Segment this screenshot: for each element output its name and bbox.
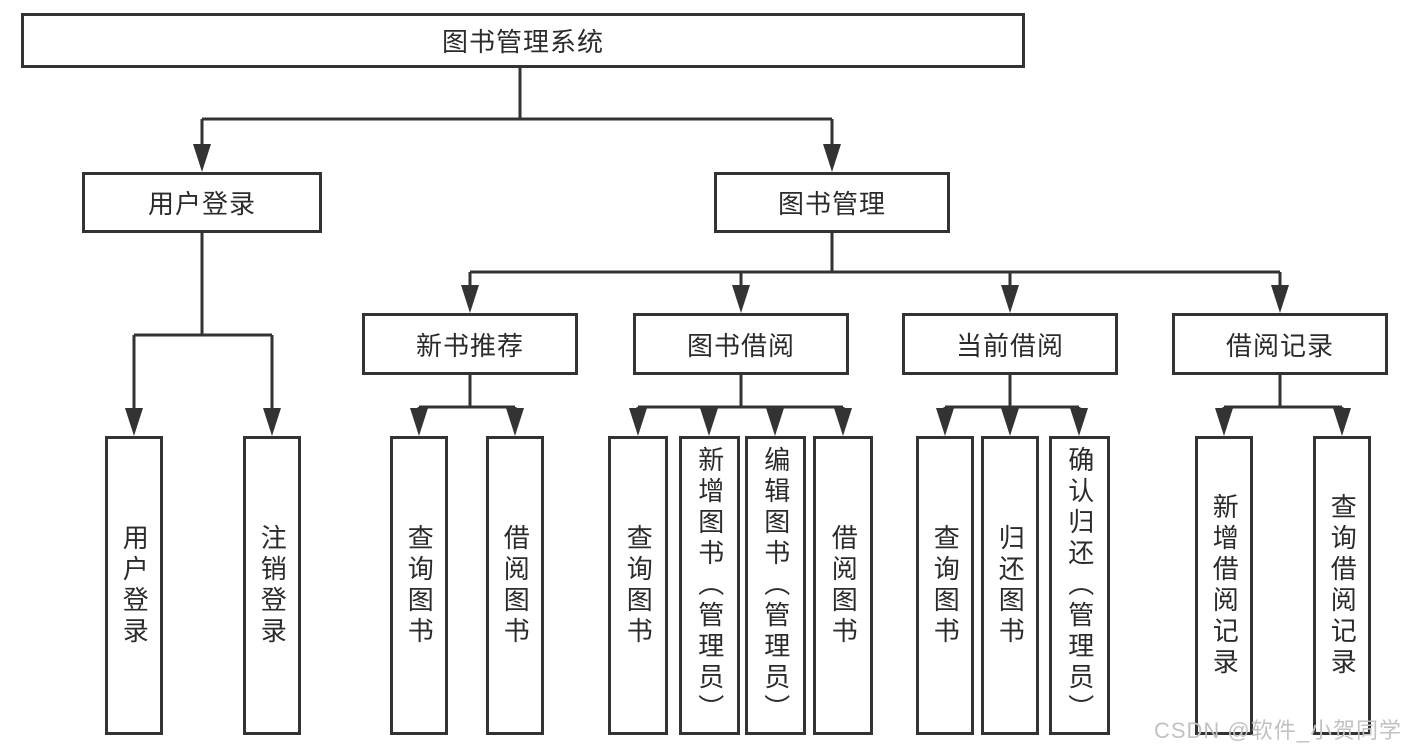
node-new-book-recommend: 新书推荐 (362, 313, 578, 375)
leaf-return-books: 归还图书 (981, 436, 1039, 735)
node-book-borrow: 图书借阅 (633, 313, 849, 375)
leaf-query-borrow-record: 查询借阅记录 (1313, 436, 1371, 735)
node-root-system: 图书管理系统 (21, 13, 1025, 68)
node-user-login: 用户登录 (82, 172, 322, 233)
connector-new-book-recommend-to-children (410, 375, 524, 436)
leaf-query-books-borrow: 查询图书 (608, 436, 668, 735)
leaf-query-books-recommend: 查询图书 (390, 436, 448, 735)
connector-root-to-level1 (193, 67, 841, 172)
leaf-add-books-admin: 新增图书（管理员） (679, 436, 740, 735)
node-current-borrow: 当前借阅 (902, 313, 1118, 375)
leaf-query-books-current: 查询图书 (916, 436, 974, 735)
leaf-user-login: 用户登录 (105, 436, 163, 735)
node-book-management: 图书管理 (714, 172, 950, 233)
connector-book-borrow-to-children (629, 375, 852, 436)
leaf-borrow-books-recommend: 借阅图书 (486, 436, 544, 735)
leaf-borrow-books: 借阅图书 (813, 436, 873, 735)
leaf-edit-books-admin: 编辑图书（管理员） (745, 436, 806, 735)
connector-user-login-to-children (125, 233, 281, 436)
watermark: CSDN @软件_小贺同学 (1153, 718, 1402, 743)
connector-book-management-to-level2 (461, 233, 1289, 313)
leaf-add-borrow-record: 新增借阅记录 (1195, 436, 1253, 735)
node-borrow-records: 借阅记录 (1172, 313, 1388, 375)
connector-borrow-records-to-children (1215, 375, 1351, 436)
leaf-logout: 注销登录 (243, 436, 301, 735)
leaf-confirm-return-admin: 确认归还（管理员） (1049, 436, 1110, 735)
connector-current-borrow-to-children (936, 375, 1088, 436)
